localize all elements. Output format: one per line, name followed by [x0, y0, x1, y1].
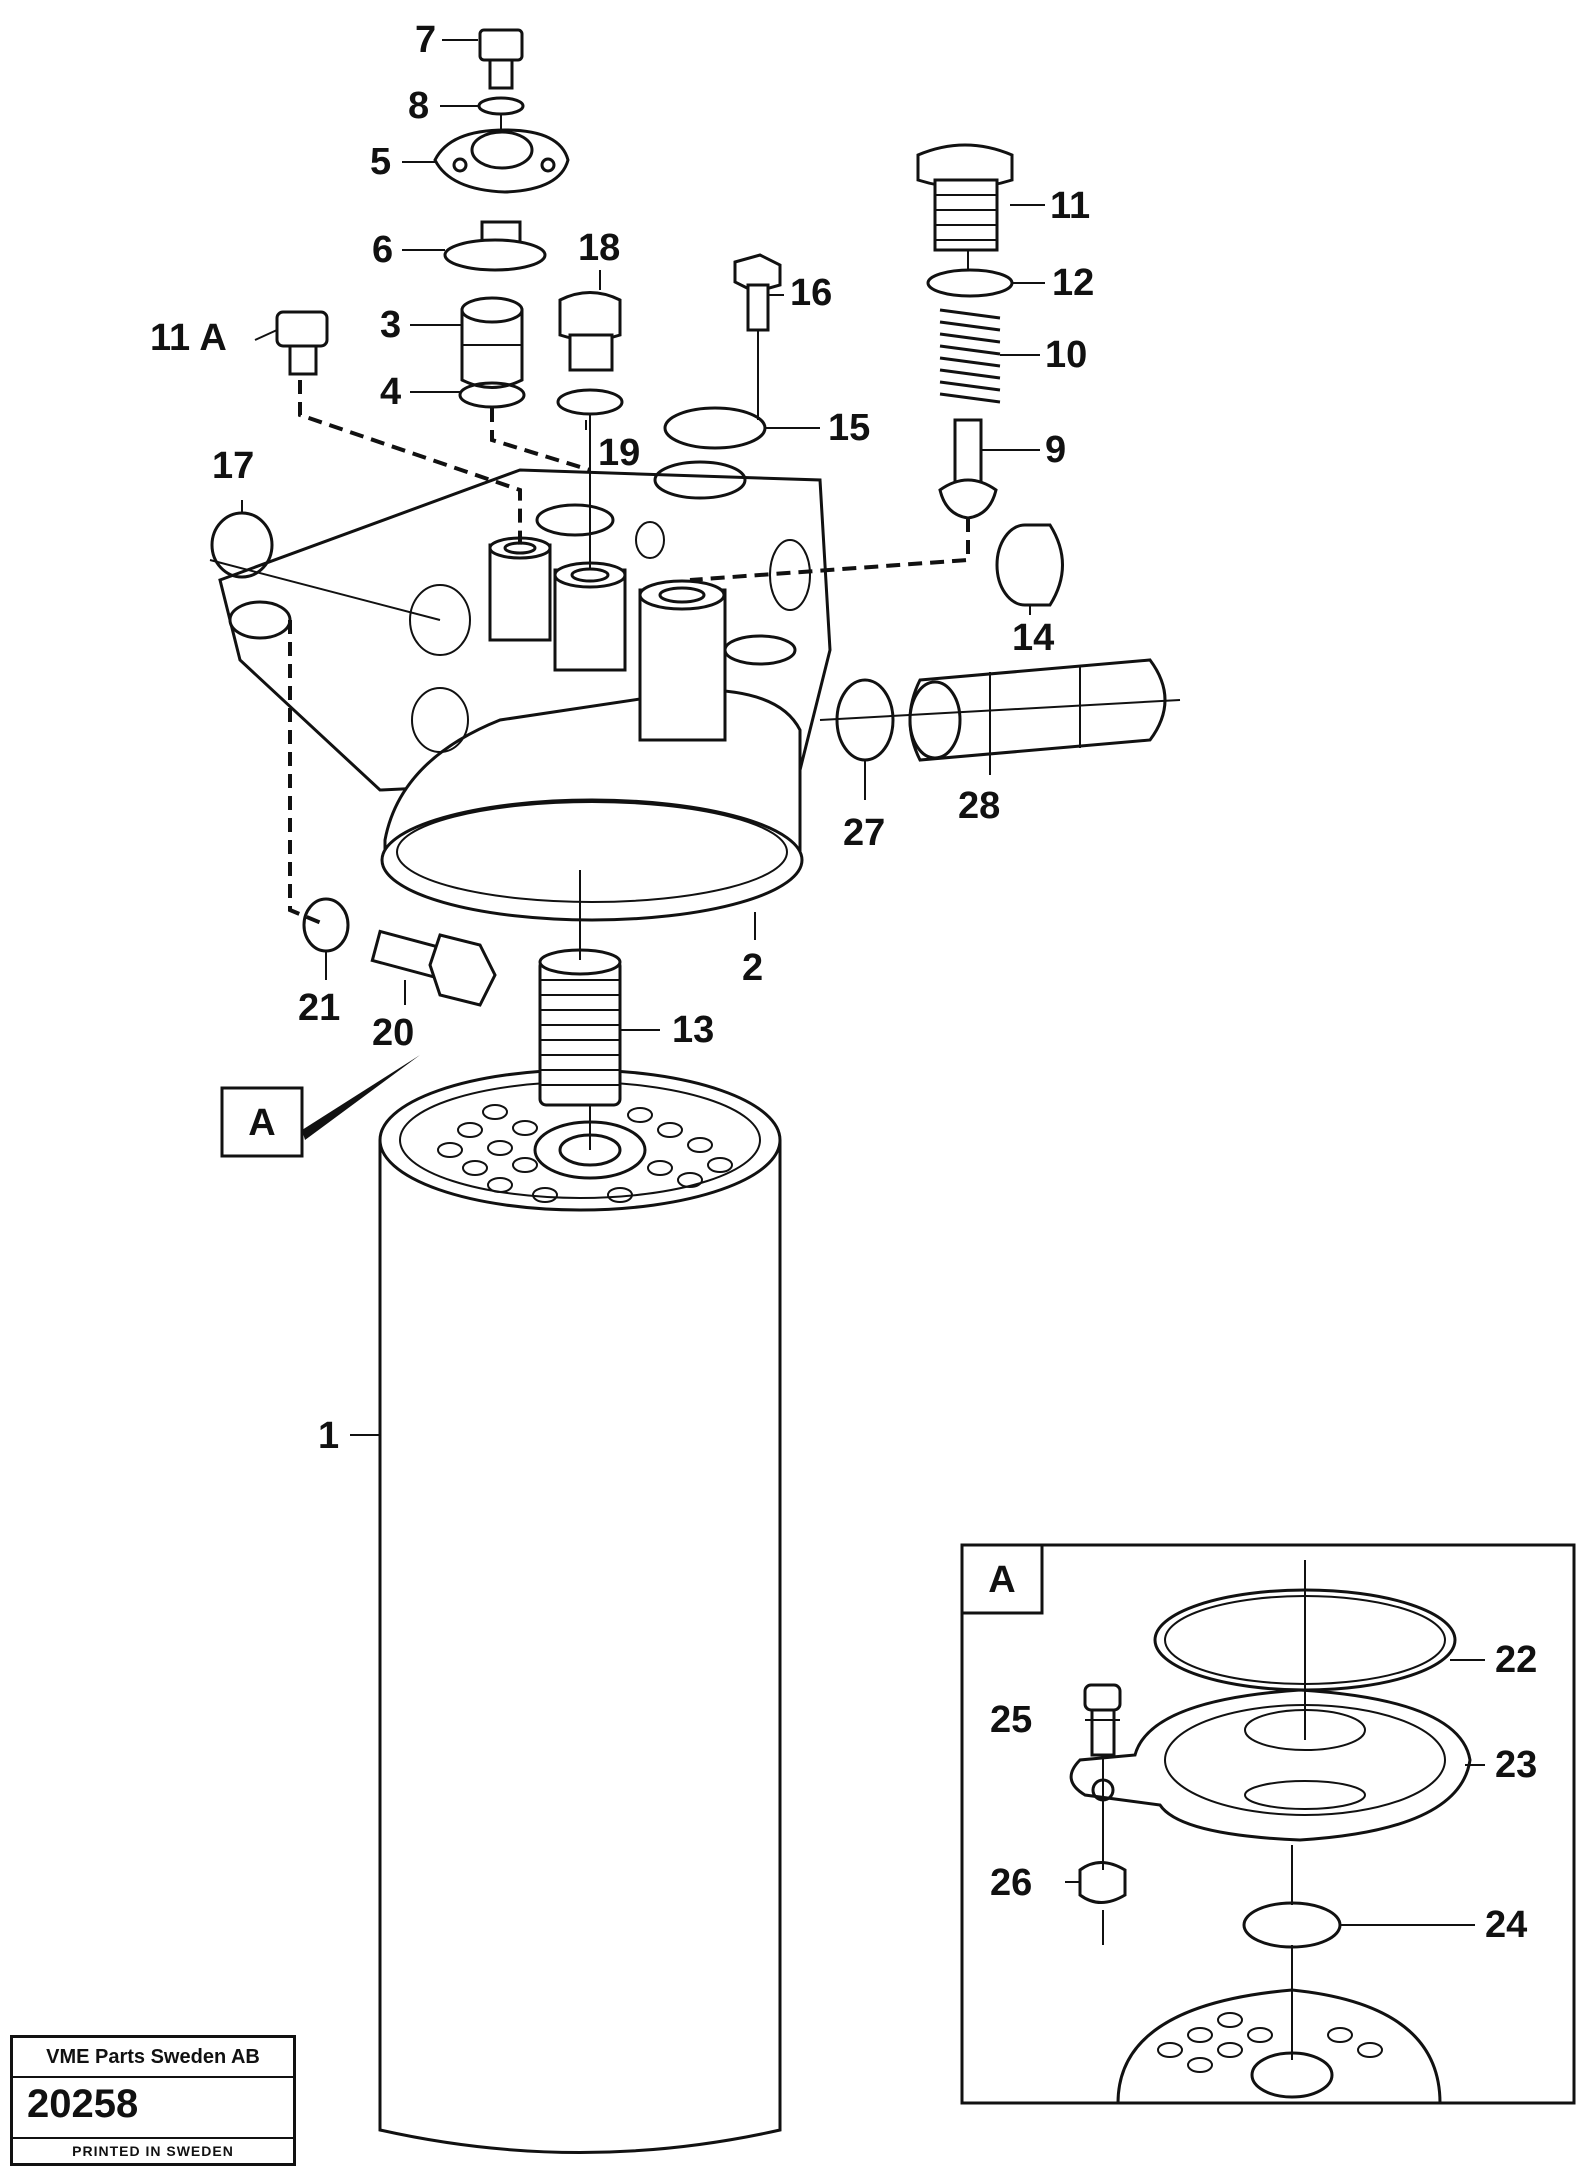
spring-part-10	[939, 308, 1001, 404]
callout-3: 3	[380, 304, 401, 346]
plug-part-11a	[275, 310, 329, 376]
callout-24: 24	[1485, 1904, 1527, 1946]
callout-11: 11	[1050, 185, 1090, 227]
washer-part-12	[926, 268, 1014, 298]
bolt-part-16	[733, 253, 782, 332]
seal-ring-part-15	[663, 406, 767, 450]
nut-part-26	[1078, 1861, 1127, 1904]
dashed-path-11a	[298, 380, 522, 550]
adapter-plate-part-23	[1069, 1688, 1472, 1842]
callout-1: 1	[318, 1415, 339, 1457]
plug-part-14	[995, 523, 1064, 607]
callout-4: 4	[380, 371, 401, 413]
callout-27: 27	[843, 812, 885, 854]
piston-part-9	[938, 418, 998, 520]
threaded-nipple-part-13	[538, 948, 622, 1107]
callout-16: 16	[790, 272, 832, 314]
filter-cartridge-part-1	[378, 1068, 782, 2154]
callout-22: 22	[1495, 1639, 1537, 1681]
pipe-part-28	[908, 658, 1167, 762]
callout-26: 26	[990, 1862, 1032, 1904]
callout-17: 17	[212, 445, 254, 487]
svg-text:A: A	[988, 1559, 1015, 1601]
cover-flange-part-5	[433, 128, 570, 194]
gasket-part-6	[443, 220, 547, 272]
callout-13: 13	[672, 1009, 714, 1051]
callout-7: 7	[415, 19, 436, 61]
callout-11a: 11 A	[150, 317, 227, 359]
leader-lines	[241, 39, 1485, 1926]
detail-a-box: A	[960, 1543, 1576, 2105]
callout-12: 12	[1052, 262, 1094, 304]
o-ring-part-4	[458, 381, 526, 409]
plug-part-18	[558, 291, 622, 372]
callout-labels: 7 8 5 6 3 4 11 A 18 19 16 15 17 11 12 10…	[150, 19, 1537, 1946]
callout-14: 14	[1012, 617, 1054, 659]
callout-28: 28	[958, 785, 1000, 827]
title-block: VME Parts Sweden AB 20258 PRINTED IN SWE…	[10, 2035, 296, 2166]
circlip-part-24	[1242, 1901, 1342, 1949]
plug-part-11	[916, 143, 1014, 252]
svg-text:A: A	[248, 1102, 275, 1144]
dashed-path-21	[288, 620, 327, 927]
callout-15: 15	[828, 407, 870, 449]
callout-19: 19	[598, 432, 640, 474]
bolt-part-7	[478, 28, 524, 90]
callout-18: 18	[578, 227, 620, 269]
callout-20: 20	[372, 1012, 414, 1054]
callout-9: 9	[1045, 429, 1066, 471]
callout-8: 8	[408, 85, 429, 127]
callout-25: 25	[990, 1699, 1032, 1741]
callout-5: 5	[370, 141, 391, 183]
bolt-part-20	[370, 929, 497, 1007]
detail-a-marker: A	[220, 1055, 420, 1158]
centre-lines	[209, 115, 1181, 1150]
callout-2: 2	[742, 947, 763, 989]
printed-note: PRINTED IN SWEDEN	[13, 2137, 293, 2163]
o-ring-part-27	[835, 678, 895, 762]
valve-part-3	[460, 296, 524, 389]
filter-head-housing-part-2	[218, 460, 832, 922]
callout-6: 6	[372, 229, 393, 271]
callout-10: 10	[1045, 334, 1087, 376]
washer-part-21	[302, 897, 350, 953]
cartridge-top-detail	[1116, 1988, 1442, 2105]
dashed-path-9-14	[689, 518, 970, 582]
dashed-path-3-4	[490, 408, 591, 472]
o-ring-part-17	[210, 511, 274, 579]
callout-23: 23	[1495, 1744, 1537, 1786]
washer-part-8	[477, 96, 525, 116]
drawing-number: 20258	[27, 2082, 139, 2126]
company-name: VME Parts Sweden AB	[13, 2038, 293, 2078]
callout-21: 21	[298, 987, 340, 1029]
washer-part-19	[556, 388, 624, 416]
